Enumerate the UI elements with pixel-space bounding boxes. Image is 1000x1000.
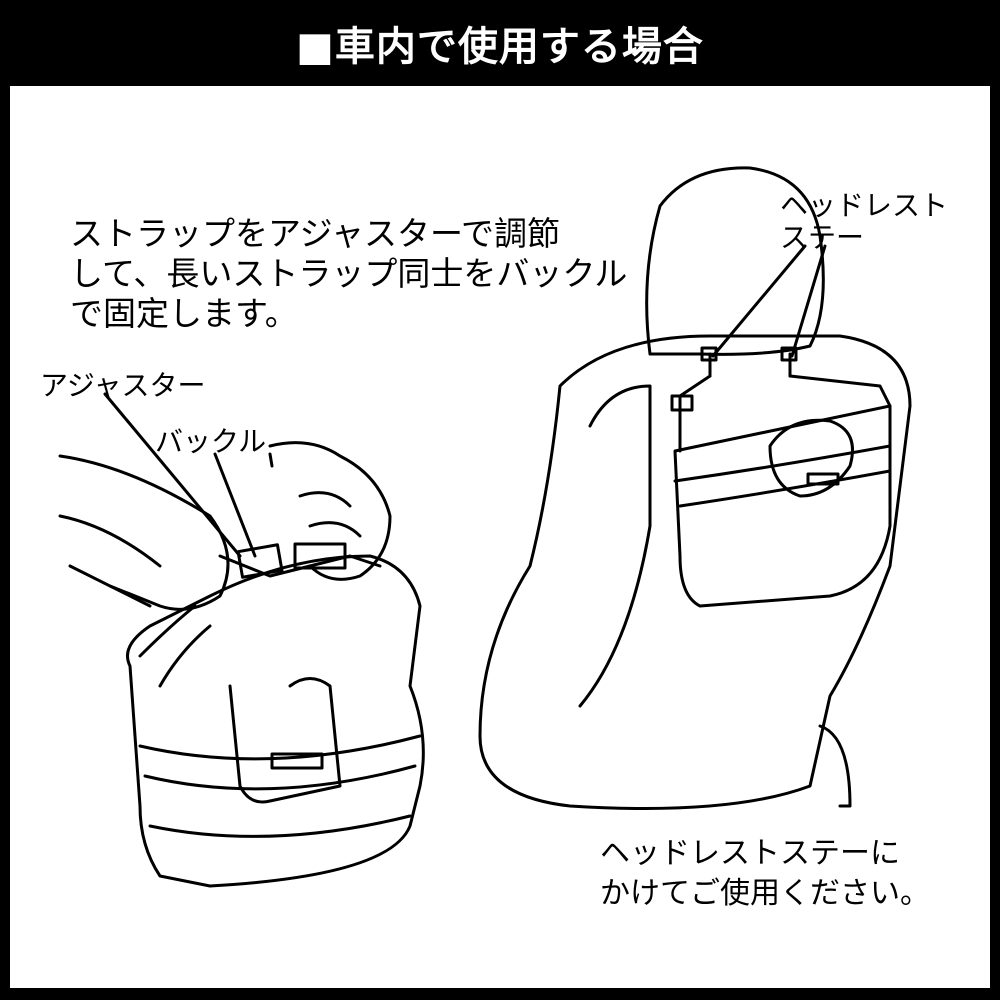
usage-note: ヘッドレストステーに かけてご使用ください。 <box>600 834 930 914</box>
instruction-line: で固定します。 <box>70 294 298 333</box>
page-title: ■車内で使用する場合 <box>296 24 704 70</box>
label-headrest-stay-line: ステー <box>780 221 865 254</box>
car-seat-drawing <box>478 166 912 810</box>
usage-note-line: ヘッドレストステーに <box>600 836 900 871</box>
illustration-panel: ストラップをアジャスターで調節 して、長いストラップ同士をバックル で固定します… <box>10 86 990 988</box>
instruction-line: ストラップをアジャスターで調節 <box>70 214 561 253</box>
label-buckle: バックル <box>155 425 267 458</box>
usage-note-line: かけてご使用ください。 <box>600 876 930 911</box>
illustration <box>58 166 912 888</box>
label-headrest-stay: ヘッドレスト ステー <box>780 190 948 254</box>
instruction-line: して、長いストラップ同士をバックル <box>70 254 628 293</box>
label-adjuster: アジャスター <box>40 369 206 402</box>
label-headrest-stay-line: ヘッドレスト <box>780 189 949 222</box>
bag-with-hands-drawing <box>58 392 425 888</box>
instruction-text: ストラップをアジャスターで調節 して、長いストラップ同士をバックル で固定します… <box>70 214 627 334</box>
